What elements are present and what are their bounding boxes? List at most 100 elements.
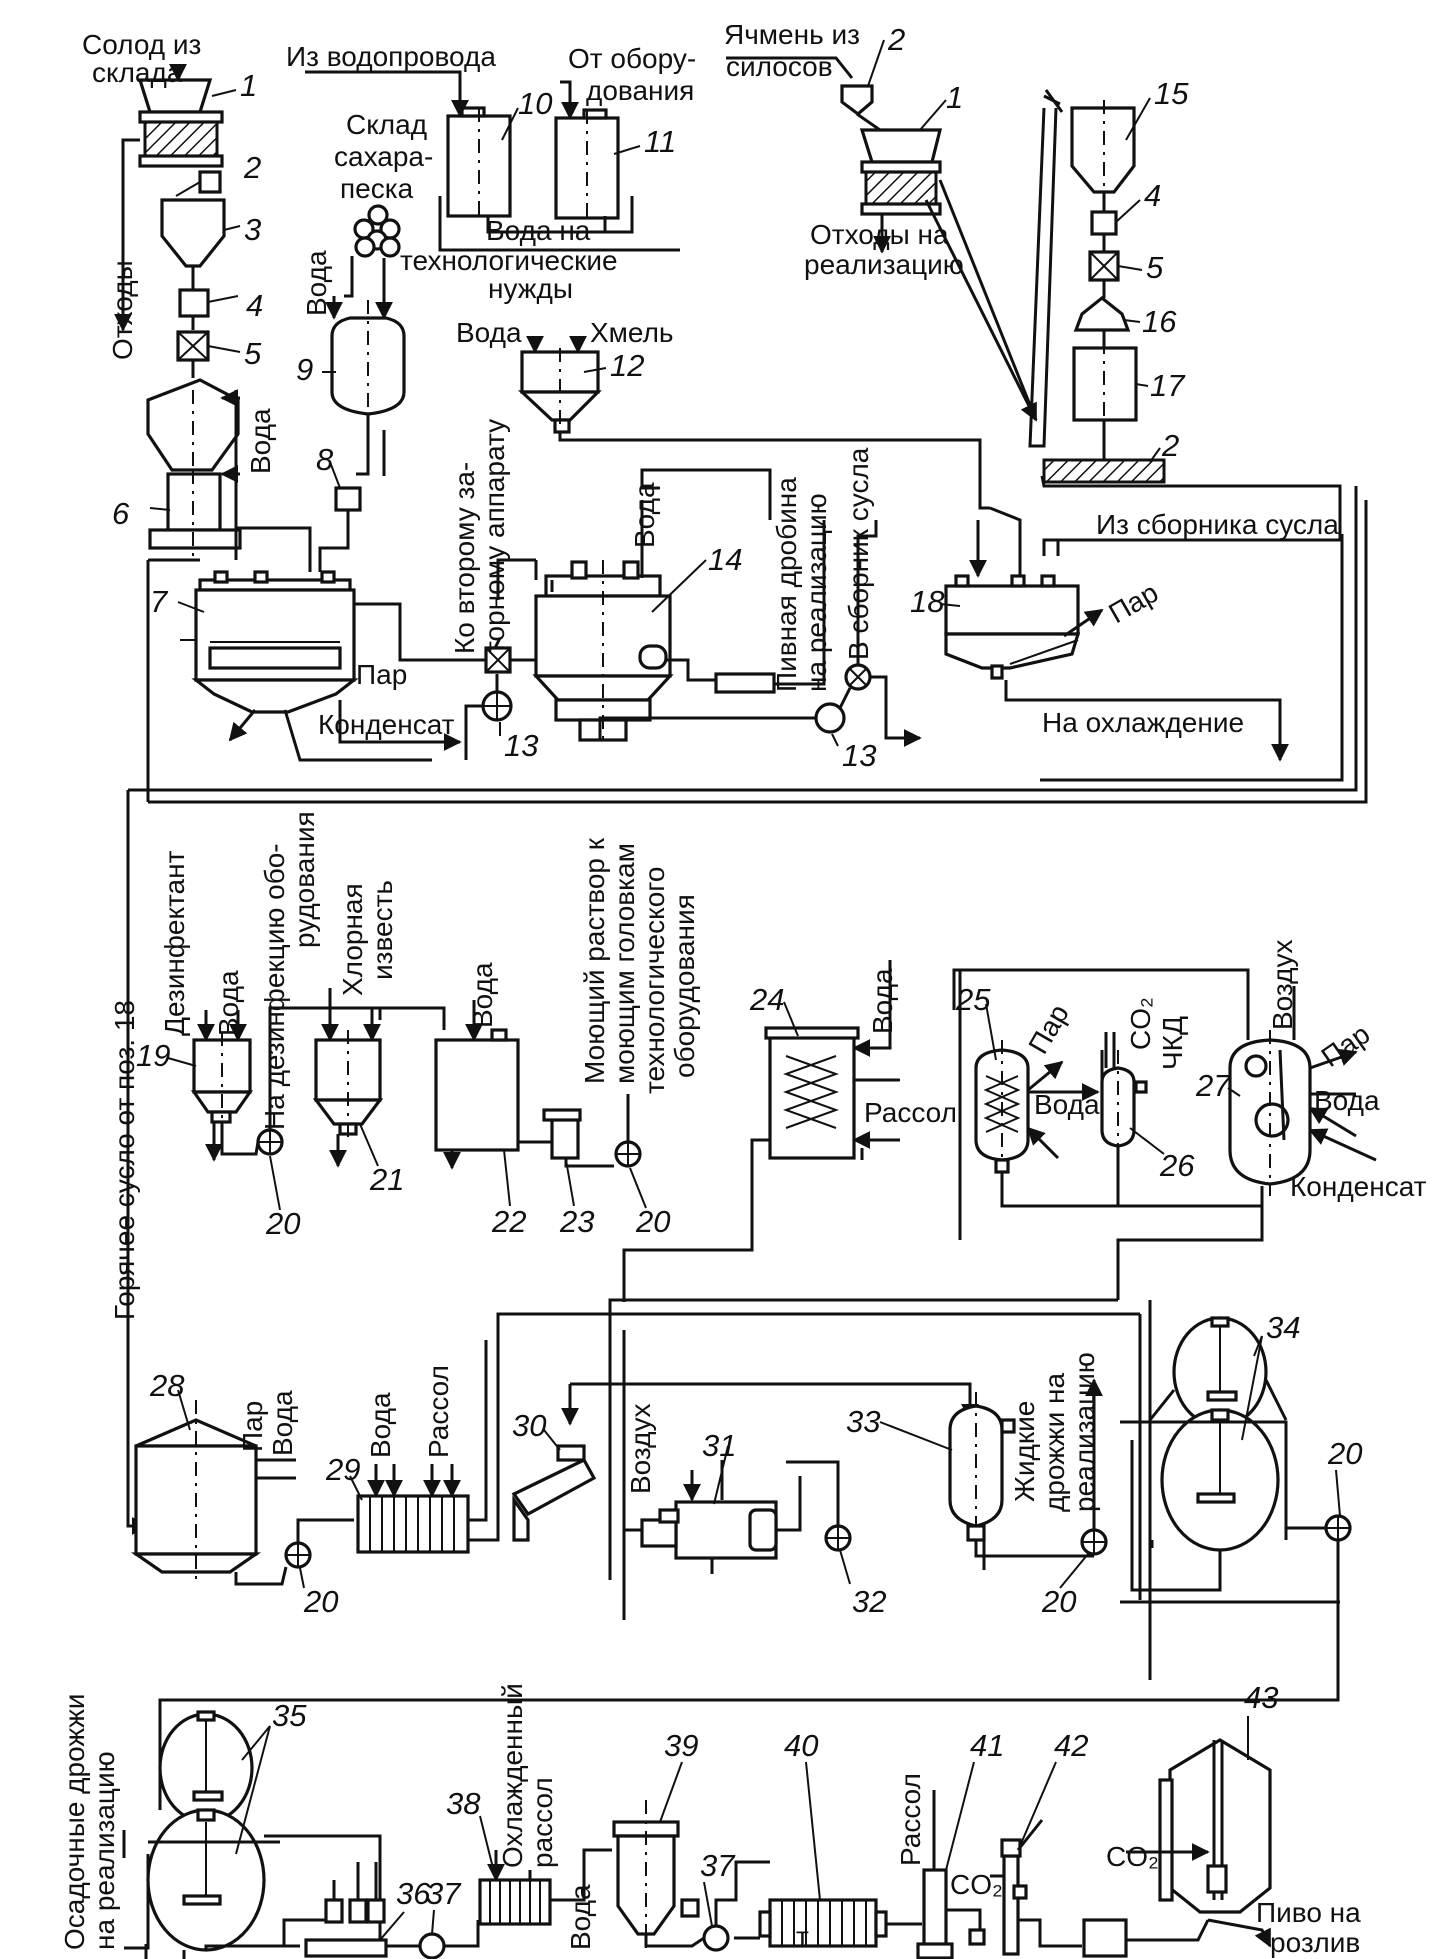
label-dezinfektant: Дезинфектант — [159, 850, 190, 1036]
label-othody-real-1: Отходы на — [810, 219, 949, 250]
scale-4 — [178, 288, 210, 318]
label-voda-9: Вода — [301, 250, 332, 316]
plate-filter-40 — [758, 1898, 888, 1948]
pos-4-barley: 4 — [1144, 178, 1161, 213]
label-sklad-1: Склад — [346, 109, 427, 140]
label-drobina-1: Пивная дробина — [771, 477, 802, 692]
valve-mash-left — [484, 646, 512, 674]
pos-5-malt: 5 — [244, 336, 262, 371]
beer-pump — [1082, 1918, 1128, 1958]
label-moyushchiy-1: Моющий раствор к — [579, 837, 610, 1084]
label-voda-24: Вода — [867, 968, 898, 1034]
lager-tank-35-bottom — [146, 1808, 266, 1952]
yeast-propagator-25 — [974, 1040, 1030, 1174]
label-voda-39: Вода — [565, 1884, 596, 1950]
pos-38: 38 — [446, 1786, 481, 1821]
washing-tank-22 — [434, 1028, 520, 1152]
sugar-syrup-tank-9 — [330, 300, 406, 430]
pos-37-right: 37 — [700, 1848, 736, 1883]
pump-37-right — [702, 1924, 730, 1952]
pos-12: 12 — [610, 348, 644, 383]
pos-2-malt: 2 — [243, 150, 261, 185]
bright-beer-tank-43 — [1158, 1738, 1272, 1914]
label-moyushchiy-4: оборудования — [669, 894, 700, 1078]
label-moyushchiy-2: моющим головкам — [609, 843, 640, 1084]
label-hmel: Хмель — [590, 317, 674, 348]
label-voda-tech-1: Вода на — [486, 215, 591, 246]
label-voda-tech-3: нужды — [488, 273, 573, 304]
water-tank-10 — [446, 106, 512, 218]
label-goryachee-suslo: Горячее сусло от поз. 18 — [109, 1000, 140, 1320]
label-na-ohlazhdenie: На охлаждение — [1042, 707, 1244, 738]
pump-37-left — [418, 1932, 446, 1959]
barley-hopper-1 — [859, 128, 943, 216]
label-v-sbornik: В сборник сусла — [843, 447, 874, 660]
bunker-3 — [160, 198, 226, 268]
label-voda-28: Вода — [267, 1390, 298, 1456]
label-par-28: Пар — [237, 1401, 268, 1452]
label-par-27: Пар — [1316, 1018, 1376, 1073]
pos-21: 21 — [369, 1162, 404, 1197]
ice-water-tank-24 — [764, 1026, 860, 1160]
pos-41: 41 — [970, 1728, 1004, 1763]
yeast-tank-33 — [948, 1392, 1016, 1542]
filter-tank-39 — [612, 1800, 700, 1950]
pos-25: 25 — [955, 982, 991, 1017]
kieselguhr-filter-36 — [304, 1898, 388, 1958]
bunker-15 — [1070, 106, 1136, 194]
grain-outlet-pipe — [714, 672, 776, 694]
label-voda-27: Вода — [1314, 1085, 1380, 1116]
pump-8 — [334, 486, 362, 512]
label-othody-real-2: реализацию — [804, 249, 964, 280]
co2-tank-26 — [1100, 1050, 1148, 1160]
label-small-t: т — [796, 1921, 809, 1952]
pos-10: 10 — [518, 86, 552, 121]
malt-mill-6 — [148, 470, 242, 560]
label-kondensat-7: Конденсат — [318, 709, 455, 740]
pos-11: 11 — [644, 124, 676, 159]
pos-4-malt: 4 — [246, 288, 263, 323]
pos-33: 33 — [846, 1404, 880, 1439]
label-zhidkie-1: Жидкие — [1009, 1401, 1040, 1502]
pos-20-wash: 20 — [635, 1204, 670, 1239]
barley-scale-2 — [840, 84, 874, 117]
pos-22: 22 — [491, 1204, 526, 1239]
disinfectant-tank-19 — [190, 1032, 254, 1130]
label-co2-26: CO₂ — [1125, 997, 1156, 1050]
flow-meter-42 — [1000, 1838, 1028, 1956]
pos-14: 14 — [708, 542, 742, 577]
whirlpool-18 — [944, 574, 1081, 680]
pos-31: 31 — [702, 1428, 736, 1463]
label-iz-sbornika: Из сборника сусла — [1096, 509, 1339, 540]
label-ohlazhdennyy-1: Охлажденный — [497, 1683, 528, 1868]
pos-20-disinfect: 20 — [265, 1206, 300, 1241]
label-voda-22: Вода — [467, 962, 498, 1028]
label-yachmen-1: Ячмень из — [724, 19, 860, 50]
label-kondensat-27: Конденсат — [1290, 1171, 1427, 1202]
label-ohlazhdennyy-2: рассол — [527, 1777, 558, 1868]
pos-43: 43 — [1244, 1680, 1278, 1715]
pos-37-left: 37 — [426, 1876, 462, 1911]
pos-7: 7 — [150, 584, 169, 619]
label-sklad-2: сахара- — [334, 141, 433, 172]
pos-2-barley: 2 — [887, 22, 905, 57]
label-voda-25: Вода — [1034, 1089, 1100, 1120]
pos-9: 9 — [296, 352, 313, 387]
label-par-7: Пар — [356, 659, 407, 690]
label-voda-tech-2: технологические — [400, 245, 618, 276]
pos-34: 34 — [1266, 1310, 1300, 1345]
pos-35: 35 — [272, 1698, 307, 1733]
label-zhidkie-2: дрожжи на — [1039, 1372, 1070, 1512]
pos-26: 26 — [1159, 1148, 1195, 1183]
label-hlornaya-1: Хлорная — [337, 883, 368, 996]
lager-tank-35-top — [158, 1710, 254, 1824]
screw-conveyor-2 — [1042, 458, 1166, 484]
label-sklad-3: песка — [340, 173, 414, 204]
label-voda-29: Вода — [365, 1392, 396, 1458]
label-ot-oborudovaniya-2: дования — [586, 75, 694, 106]
crusher-16 — [1073, 295, 1131, 332]
sugar-pile-icon — [367, 204, 389, 226]
label-voda-12: Вода — [456, 317, 522, 348]
label-solod-2: склада — [92, 57, 183, 88]
